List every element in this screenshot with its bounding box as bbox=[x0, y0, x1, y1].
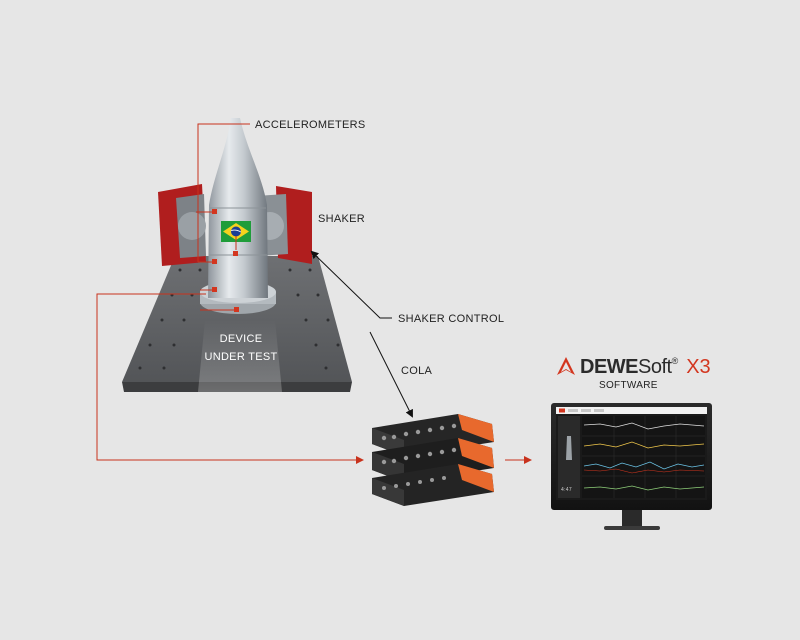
screen-readout: 4:47 bbox=[561, 487, 572, 493]
device-label-line2: UNDER TEST bbox=[196, 348, 286, 366]
shaker-control-label: SHAKER CONTROL bbox=[398, 313, 504, 325]
brand-name-regular: Soft bbox=[638, 356, 672, 379]
registered-mark: ® bbox=[672, 356, 679, 366]
brand-version: X3 bbox=[686, 356, 710, 379]
brand-name-bold: DEWE bbox=[580, 356, 638, 379]
device-under-test-label: DEVICE UNDER TEST bbox=[196, 330, 286, 366]
shaker-label: SHAKER bbox=[318, 213, 365, 225]
device-under-test bbox=[208, 118, 268, 298]
software-label: SOFTWARE bbox=[599, 380, 658, 391]
monitor bbox=[551, 403, 712, 530]
cola-label: COLA bbox=[401, 365, 432, 377]
logo-mark-spacer bbox=[556, 358, 574, 376]
device-label-line1: DEVICE bbox=[196, 330, 286, 348]
accelerometers-label: ACCELEROMETERS bbox=[255, 119, 366, 131]
dewesoft-logo: DEWE Soft ® X3 bbox=[556, 354, 711, 380]
daq-hardware bbox=[372, 414, 494, 506]
